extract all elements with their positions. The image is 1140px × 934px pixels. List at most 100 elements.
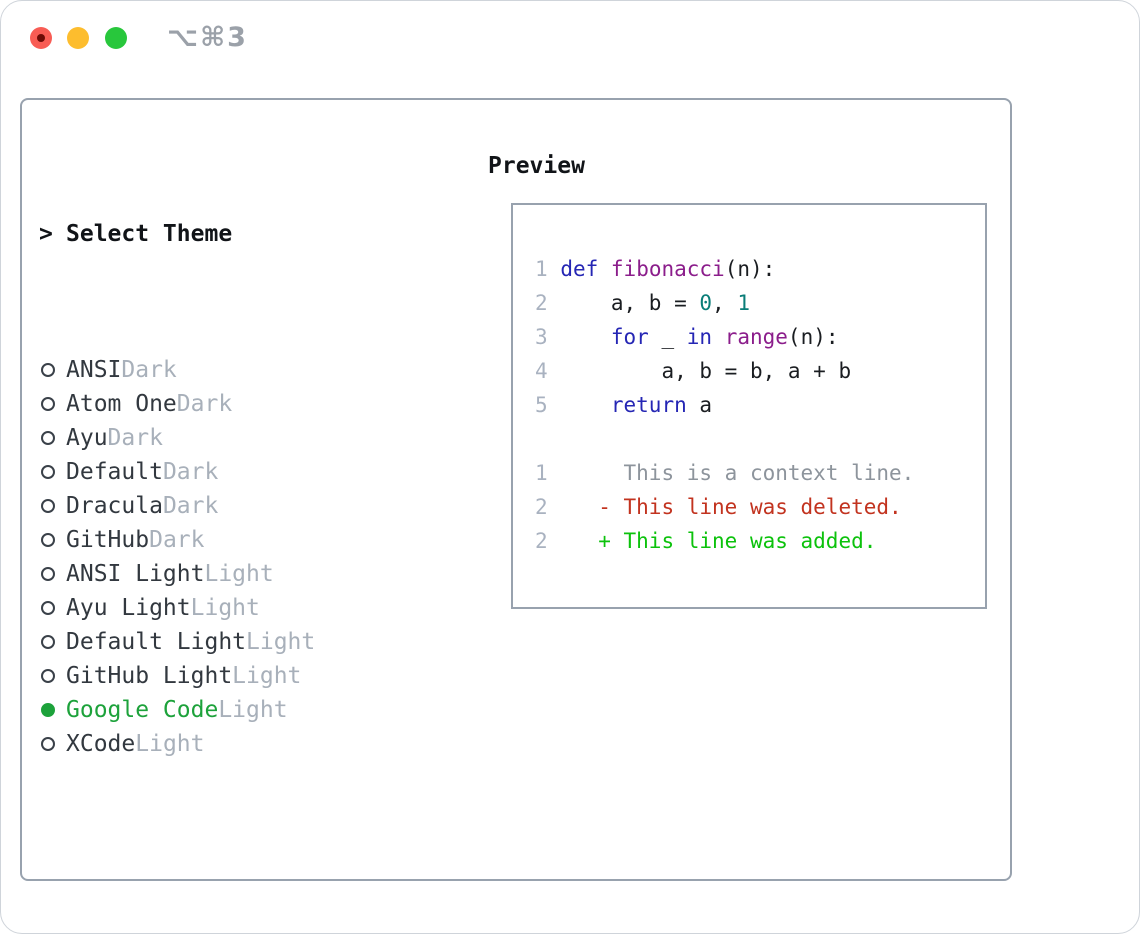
code-token: _ xyxy=(648,325,687,349)
radio-unselected-icon xyxy=(41,737,55,751)
theme-list-item[interactable]: Default Light Light xyxy=(39,625,484,659)
code-token: def xyxy=(560,257,599,281)
select-theme-header: Select Theme xyxy=(66,221,233,247)
theme-variant-label: Light xyxy=(246,629,316,655)
radio-unselected-icon xyxy=(41,397,55,411)
code-token: (n): xyxy=(724,257,776,281)
line-number: 2 xyxy=(535,529,548,553)
theme-list-item[interactable]: ANSI Light Light xyxy=(39,557,484,591)
theme-variant-label: Dark xyxy=(176,391,233,417)
theme-name: ANSI xyxy=(66,357,122,383)
radio-unselected-icon xyxy=(41,431,55,445)
line-number: 4 xyxy=(535,359,548,383)
theme-name: GitHub Light xyxy=(66,663,233,689)
radio-unselected-icon xyxy=(41,669,55,683)
theme-variant-label: Light xyxy=(135,731,205,757)
zoom-button[interactable] xyxy=(105,27,127,49)
code-token xyxy=(712,325,725,349)
code-line: 5 return a xyxy=(535,388,985,422)
code-token xyxy=(598,257,611,281)
theme-list-item[interactable]: Default Dark xyxy=(39,455,484,489)
code-token: 1 xyxy=(737,291,750,315)
code-token: (n): xyxy=(787,325,839,349)
theme-list-item[interactable]: XCode Light xyxy=(39,727,484,761)
theme-list-item[interactable]: Ayu Light Light xyxy=(39,591,484,625)
theme-name: Ayu Light xyxy=(66,595,191,621)
theme-list-item[interactable]: Atom One Dark xyxy=(39,387,484,421)
theme-list-item[interactable]: GitHub Light Light xyxy=(39,659,484,693)
theme-list-item[interactable]: Google Code Light xyxy=(39,693,484,727)
code-token xyxy=(548,257,561,281)
radio-unselected-icon xyxy=(41,499,55,513)
line-number: 1 xyxy=(535,461,548,485)
close-button[interactable] xyxy=(30,27,52,49)
apply-to-section: Apply To User SettingsWorkspace Settings xyxy=(39,897,484,933)
theme-variant-label: Light xyxy=(190,595,260,621)
code-token: for xyxy=(610,325,649,349)
line-number: 3 xyxy=(535,325,548,349)
code-line: 4 a, b = b, a + b xyxy=(535,354,985,388)
theme-variant-label: Light xyxy=(232,663,302,689)
line-number: 2 xyxy=(535,291,548,315)
radio-unselected-icon xyxy=(41,465,55,479)
code-token: This is a context line. xyxy=(547,461,915,485)
code-line: 1 def fibonacci(n): xyxy=(535,252,985,286)
radio-unselected-icon xyxy=(41,567,55,581)
code-token: + This line was added. xyxy=(547,529,877,553)
code-line: 3 for _ in range(n): xyxy=(535,320,985,354)
line-number: 5 xyxy=(535,393,548,417)
theme-list-item[interactable]: Dracula Dark xyxy=(39,489,484,523)
radio-unselected-icon xyxy=(41,533,55,547)
theme-name: Default xyxy=(66,459,163,485)
theme-name: GitHub xyxy=(66,527,150,553)
preview-header: Preview xyxy=(488,153,585,179)
theme-name: XCode xyxy=(66,731,136,757)
theme-list-item[interactable]: ANSI Dark xyxy=(39,353,484,387)
code-token: 0 xyxy=(699,291,713,315)
radio-selected-icon xyxy=(41,703,55,717)
code-token: a, b = xyxy=(547,291,700,315)
code-token: range xyxy=(724,325,788,349)
code-token: return xyxy=(610,393,687,417)
theme-name: Atom One xyxy=(66,391,177,417)
prompt-icon: > xyxy=(39,221,53,247)
line-number: 1 xyxy=(535,257,548,281)
theme-variant-label: Dark xyxy=(149,527,205,553)
code-token: , xyxy=(712,291,738,315)
line-number: 2 xyxy=(535,495,548,519)
theme-variant-label: Dark xyxy=(107,425,163,451)
code-token xyxy=(548,325,611,349)
code-token: - This line was deleted. xyxy=(547,495,902,519)
code-token xyxy=(548,393,611,417)
code-token: fibonacci xyxy=(610,257,725,281)
select-theme-header-row: > Select Theme xyxy=(39,217,484,251)
code-line: 2 + This line was added. xyxy=(535,524,985,558)
code-token: a xyxy=(686,393,713,417)
theme-list-item[interactable]: GitHub Dark xyxy=(39,523,484,557)
code-token: in xyxy=(686,325,713,349)
theme-name: Default Light xyxy=(66,629,247,655)
theme-variant-label: Dark xyxy=(162,493,219,519)
theme-name: Google Code xyxy=(66,697,219,723)
theme-name: Dracula xyxy=(66,493,163,519)
code-line: 1 This is a context line. xyxy=(535,456,985,490)
theme-variant-label: Dark xyxy=(121,357,177,383)
window-title: ⌥⌘3 xyxy=(167,22,248,53)
code-line xyxy=(535,422,985,456)
radio-unselected-icon xyxy=(41,635,55,649)
code-token: a, b = b, a + b xyxy=(547,359,852,383)
minimize-button[interactable] xyxy=(67,27,89,49)
titlebar: ⌥⌘3 xyxy=(1,1,1139,98)
theme-variant-label: Light xyxy=(204,561,274,587)
radio-unselected-icon xyxy=(41,363,55,377)
theme-variant-label: Light xyxy=(218,697,288,723)
theme-list-item[interactable]: Ayu Dark xyxy=(39,421,484,455)
theme-name: ANSI Light xyxy=(66,561,205,587)
radio-unselected-icon xyxy=(41,601,55,615)
theme-variant-label: Dark xyxy=(162,459,219,485)
